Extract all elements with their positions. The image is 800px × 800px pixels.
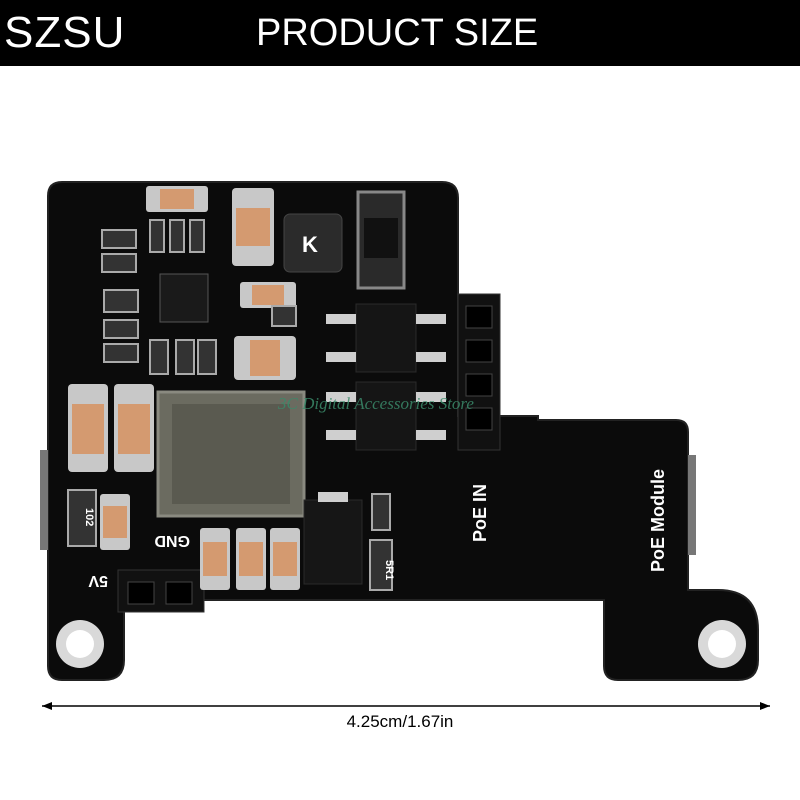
controller-ic — [159, 273, 209, 323]
side-edge-connector — [40, 450, 48, 550]
brand-name: SZSU — [4, 8, 126, 57]
label-5r1: 5R1 — [383, 560, 395, 580]
small-smd-components — [67, 219, 393, 591]
store-watermark: 3C Digital Accessories Store — [278, 394, 474, 413]
label-5v: 5V — [88, 572, 108, 589]
label-poe-module: PoE Module — [648, 469, 668, 572]
bridge-chip-top — [355, 303, 417, 373]
inductor-k — [283, 213, 343, 273]
label-102: 102 — [83, 508, 95, 526]
mosfet-chip — [303, 499, 363, 585]
bridge-chip-bottom — [355, 381, 417, 451]
header-bar: SZSU PRODUCT SIZE — [0, 0, 800, 66]
capacitor-group — [68, 186, 300, 590]
label-k: K — [302, 232, 318, 257]
label-gnd: GND — [154, 532, 190, 549]
page-title: PRODUCT SIZE — [256, 12, 539, 54]
dimension-label: 4.25cm/1.67in — [346, 712, 454, 731]
label-poe-in: PoE IN — [470, 484, 490, 542]
